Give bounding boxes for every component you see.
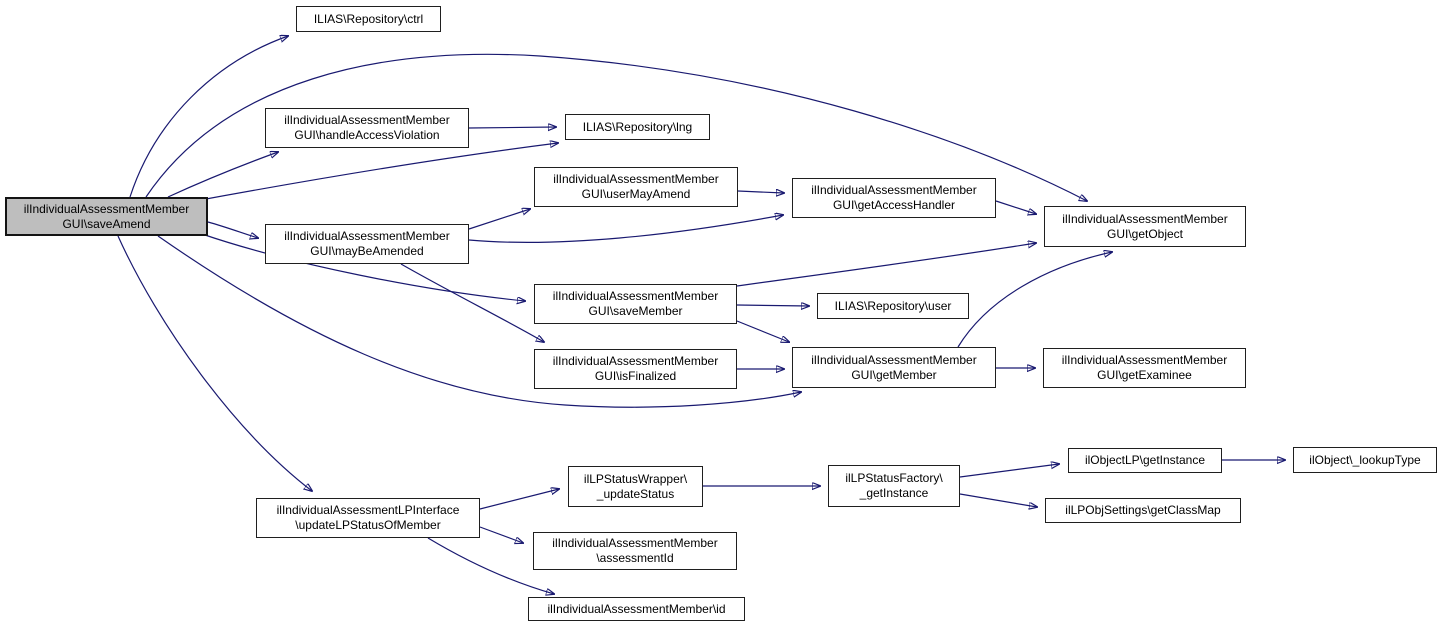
node-get-class-map[interactable]: ilLPObjSettings\getClassMap [1045, 498, 1241, 523]
node-label: ilIndividualAssessmentMember [552, 536, 718, 550]
node-label: GUI\userMayAmend [581, 187, 691, 201]
node-get-access-handler[interactable]: ilIndividualAssessmentMember GUI\getAcce… [792, 178, 996, 218]
node-label: GUI\handleAccessViolation [294, 128, 440, 142]
node-assessment-id[interactable]: ilIndividualAssessmentMember \assessment… [533, 532, 737, 570]
node-label: ilIndividualAssessmentMember [811, 352, 977, 367]
node-get-examinee[interactable]: ilIndividualAssessmentMember GUI\getExam… [1043, 348, 1246, 388]
node-label: ilIndividualAssessmentMember [1061, 353, 1228, 367]
node-is-finalized[interactable]: ilIndividualAssessmentMember GUI\isFinal… [534, 349, 737, 389]
edge-updateLPStatusOfMember-assessmentId [479, 526, 523, 543]
edge-getAccessHandler-getObject [995, 200, 1036, 214]
node-member-id[interactable]: ilIndividualAssessmentMember\id [528, 597, 745, 621]
node-label: ILIAS\Repository\ctrl [313, 11, 424, 26]
node-label: ILIAS\Repository\user [834, 298, 952, 313]
edge-saveAmend-updateLPStatusOfMember [117, 235, 312, 491]
node-user[interactable]: ILIAS\Repository\user [817, 293, 969, 319]
node-label: ilIndividualAssessmentMember [23, 201, 190, 216]
edge-updateLPStatusOfMember-memberId [427, 537, 554, 594]
edge-getInstanceFactory-getClassMap [959, 493, 1037, 507]
node-label: ILIAS\Repository\lng [582, 119, 693, 134]
node-may-be-amended[interactable]: ilIndividualAssessmentMember GUI\mayBeAm… [265, 224, 469, 264]
node-label: GUI\getAccessHandler [832, 198, 956, 212]
edge-saveAmend-handleAccessViolation [167, 152, 278, 198]
node-label: ilLPStatusWrapper\ [583, 471, 688, 486]
edge-handleAccessViolation-lng [468, 127, 556, 128]
node-get-instance-factory[interactable]: ilLPStatusFactory\ _getInstance [828, 465, 960, 507]
node-label: ilIndividualAssessmentMember [284, 113, 450, 127]
node-save-member[interactable]: ilIndividualAssessmentMember GUI\saveMem… [534, 284, 737, 324]
node-lng[interactable]: ILIAS\Repository\lng [565, 114, 710, 140]
node-update-status[interactable]: ilLPStatusWrapper\ _updateStatus [568, 466, 703, 507]
node-label: \assessmentId [596, 551, 674, 565]
node-label: GUI\saveMember [588, 304, 683, 318]
node-label: ilIndividualAssessmentMember [553, 172, 719, 186]
node-save-amend[interactable]: ilIndividualAssessmentMember GUI\saveAme… [5, 197, 208, 236]
edge-saveAmend-getObject [145, 53, 1087, 201]
edge-saveAmend-saveMember [201, 233, 525, 301]
node-label: GUI\getExaminee [1097, 368, 1192, 382]
edge-getMember-getObject [957, 252, 1112, 348]
edge-mayBeAmended-isFinalized [400, 263, 544, 342]
node-label: ilLPObjSettings\getClassMap [1065, 503, 1221, 517]
node-objectlp-get-instance[interactable]: ilObjectLP\getInstance [1068, 448, 1222, 473]
edge-saveAmend-mayBeAmended [207, 221, 258, 238]
edge-getInstanceFactory-objectlpGetInstance [959, 464, 1059, 478]
edge-mayBeAmended-userMayAmend [468, 209, 530, 230]
node-handle-access-violation[interactable]: ilIndividualAssessmentMember GUI\handleA… [265, 108, 469, 148]
node-label: GUI\saveAmend [62, 216, 151, 231]
node-label: GUI\getObject [1106, 226, 1184, 241]
node-label: ilIndividualAssessmentMember [284, 229, 450, 243]
node-label: ilIndividualAssessmentMember [552, 354, 719, 368]
node-label: _getInstance [859, 486, 929, 500]
node-label: ilObjectLP\getInstance [1084, 453, 1206, 467]
node-lookup-type[interactable]: ilObject\_lookupType [1293, 447, 1437, 473]
edge-saveAmend-ctrl [129, 36, 288, 198]
node-get-member[interactable]: ilIndividualAssessmentMember GUI\getMemb… [792, 347, 996, 388]
edge-updateLPStatusOfMember-updateStatus [479, 489, 559, 510]
node-label: ilIndividualAssessmentLPInterface [276, 503, 460, 517]
node-user-may-amend[interactable]: ilIndividualAssessmentMember GUI\userMay… [534, 167, 738, 207]
node-label: ilIndividualAssessmentMember [811, 183, 977, 197]
node-label: GUI\isFinalized [594, 369, 677, 383]
node-label: ilIndividualAssessmentMember [552, 289, 719, 303]
node-get-object[interactable]: ilIndividualAssessmentMember GUI\getObje… [1044, 206, 1246, 247]
node-label: ilIndividualAssessmentMember [1062, 211, 1228, 226]
edge-saveAmend-lng [194, 143, 558, 202]
node-label: ilObject\_lookupType [1309, 452, 1421, 467]
edge-saveMember-getMember [736, 320, 789, 342]
edge-mayBeAmended-getAccessHandler [468, 215, 783, 243]
node-ctrl[interactable]: ILIAS\Repository\ctrl [296, 6, 441, 32]
node-label: GUI\getMember [851, 367, 937, 382]
edge-userMayAmend-getAccessHandler [737, 191, 784, 193]
node-label: \updateLPStatusOfMember [295, 518, 441, 532]
edge-saveMember-user [736, 305, 809, 306]
node-update-lp-status-of-member[interactable]: ilIndividualAssessmentLPInterface \updat… [256, 498, 480, 538]
node-label: GUI\mayBeAmended [310, 244, 424, 258]
node-label: ilLPStatusFactory\ [845, 471, 943, 485]
node-label: _updateStatus [596, 486, 675, 501]
edge-saveMember-getObject [736, 243, 1036, 287]
node-label: ilIndividualAssessmentMember\id [547, 601, 726, 616]
edge-saveAmend-getMember [157, 235, 801, 408]
